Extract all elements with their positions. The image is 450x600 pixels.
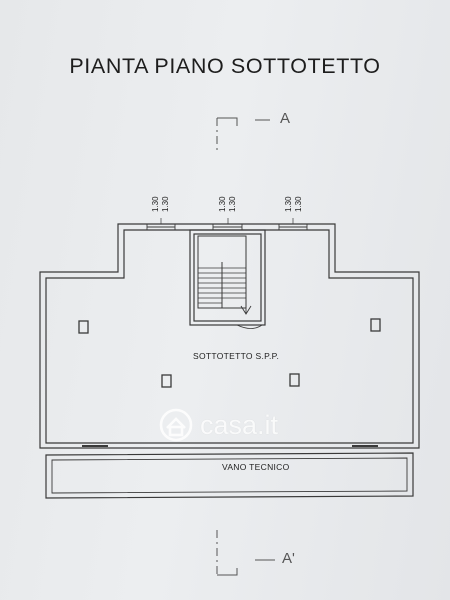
stair-treads-left	[198, 267, 222, 304]
attic-room-label: SOTTOTETTO S.P.P.	[193, 351, 280, 361]
door-swing	[236, 324, 263, 329]
section-marker-a: A	[280, 110, 291, 127]
inner-wall	[45, 229, 414, 444]
casa-logo-icon	[159, 408, 193, 442]
plan-title: PIANTA PIANO SOTTOTETTO	[69, 54, 381, 78]
dimension-label: 1.30	[228, 196, 237, 212]
dimension-label: 1.30	[218, 196, 227, 212]
skylight-4	[289, 373, 300, 387]
stair-treads-right	[222, 267, 246, 299]
section-marker-a-prime: A'	[282, 550, 295, 567]
window-2	[212, 224, 243, 230]
stair-enclosure-inner	[193, 233, 262, 322]
technical-room-inner	[51, 457, 408, 494]
skylight-3	[161, 374, 172, 388]
skylight-2	[370, 318, 381, 332]
section-line	[216, 117, 275, 576]
dimension-label: 1.30	[284, 196, 293, 212]
watermark: casa.it	[160, 408, 278, 442]
technical-room-outer	[45, 452, 414, 499]
dimension-label: 1.30	[151, 196, 160, 212]
skylight-1	[78, 320, 89, 334]
window-3	[278, 224, 308, 230]
dimension-label: 1.30	[161, 196, 170, 212]
dimension-ticks	[160, 218, 294, 224]
stair-enclosure	[189, 229, 266, 326]
technical-room-label: VANO TECNICO	[222, 462, 290, 472]
dimension-label: 1.30	[294, 196, 303, 212]
watermark-text: casa.it	[200, 409, 279, 440]
window-1	[146, 224, 176, 230]
outer-wall	[39, 223, 420, 449]
